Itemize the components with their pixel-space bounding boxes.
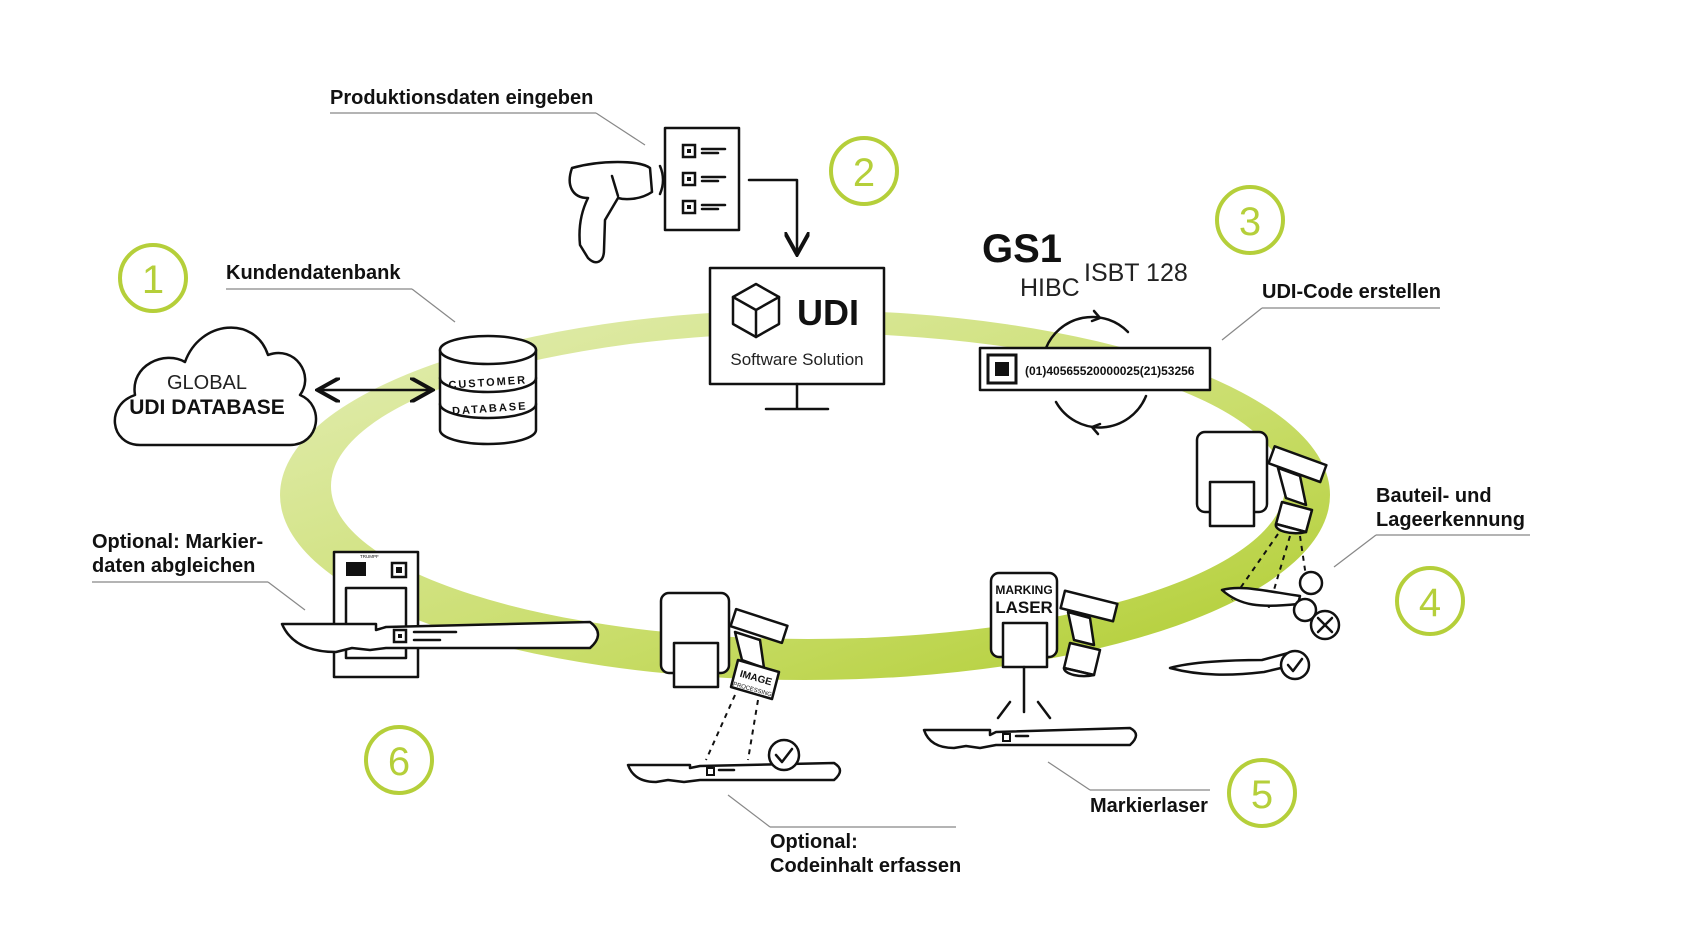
scalpel-icon: [280, 620, 600, 654]
cross-icon: [1309, 609, 1341, 641]
database-line2: DATABASE: [452, 400, 528, 417]
laser-line2: LASER: [995, 598, 1053, 617]
check-icon: [767, 738, 801, 772]
label-markierlaser: Markierlaser: [1047, 761, 1210, 817]
device-tag: TRUMPF: [360, 554, 379, 559]
svg-text:UDI-Code erstellen: UDI-Code erstellen: [1262, 281, 1441, 303]
form-icon: [663, 126, 741, 232]
svg-text:daten abgleichen: daten abgleichen: [92, 555, 255, 577]
process-ring: [280, 310, 1330, 680]
monitor-icon: UDI Software Solution: [708, 266, 886, 411]
step-5-badge: 5: [1227, 758, 1297, 828]
scan-beams: [705, 694, 759, 761]
standard-hibc: HIBC: [1020, 274, 1080, 302]
verifier-icon: TRUMPF: [332, 550, 420, 679]
step-3-badge: 3: [1215, 185, 1285, 255]
label-udi-code: UDI-Code erstellen: [1221, 281, 1441, 341]
step-2-badge: 2: [829, 136, 899, 206]
database-line1: CUSTOMER: [448, 374, 527, 391]
standards: GS1 HIBC ISBT 128: [982, 227, 1188, 302]
qr-code-icon: [986, 353, 1018, 385]
scalpel-icon: [922, 726, 1138, 750]
cloud-icon: GLOBAL UDI DATABASE: [113, 326, 318, 447]
svg-text:3: 3: [1239, 200, 1261, 244]
database-icon: CUSTOMER DATABASE: [438, 334, 538, 446]
cube-icon: [731, 282, 781, 339]
standard-gs1: GS1: [982, 227, 1062, 271]
standard-isbt: ISBT 128: [1084, 259, 1188, 287]
svg-text:Bauteil- und: Bauteil- und: [1376, 485, 1492, 507]
svg-text:Codeinhalt erfassen: Codeinhalt erfassen: [770, 855, 961, 877]
input-arrow: [747, 178, 797, 252]
monitor-subtitle: Software Solution: [730, 350, 863, 369]
step-1-badge: 1: [118, 243, 188, 313]
camera-icon: [1195, 430, 1328, 535]
svg-text:Markierlaser: Markierlaser: [1090, 795, 1208, 817]
svg-text:6: 6: [388, 740, 410, 784]
scissors-icon: [1292, 570, 1324, 623]
svg-text:Optional:: Optional:: [770, 831, 858, 853]
laser-line1: MARKING: [995, 583, 1052, 597]
svg-text:Produktionsdaten eingeben: Produktionsdaten eingeben: [330, 87, 593, 109]
svg-text:5: 5: [1251, 773, 1273, 817]
label-lageerkennung: Bauteil- und Lageerkennung: [1333, 485, 1530, 568]
svg-text:Optional: Markier-: Optional: Markier-: [92, 531, 263, 553]
laser-icon: MARKING LASER: [989, 571, 1119, 720]
step-6-badge: 6: [364, 725, 434, 795]
svg-text:Kundendatenbank: Kundendatenbank: [226, 262, 401, 284]
check-icon: [1279, 649, 1311, 681]
svg-text:1: 1: [142, 258, 164, 302]
cloud-line2: UDI DATABASE: [129, 396, 285, 419]
svg-text:2: 2: [853, 151, 875, 195]
monitor-brand: UDI: [797, 292, 859, 333]
svg-text:4: 4: [1419, 581, 1441, 625]
label-produktionsdaten: Produktionsdaten eingeben: [330, 87, 646, 146]
label-markierdaten: Optional: Markier- daten abgleichen: [92, 531, 306, 611]
udi-code-label: (01)40565520000025(21)53256: [978, 346, 1212, 392]
scalpel-icon: [626, 761, 842, 784]
label-kundendatenbank: Kundendatenbank: [226, 262, 456, 323]
image-processing-tag: IMAGE PROCESSING: [729, 658, 781, 701]
cloud-line1: GLOBAL: [167, 372, 247, 394]
camera-icon: IMAGE PROCESSING: [659, 591, 789, 701]
refresh-icon: [1044, 309, 1148, 436]
svg-text:Lageerkennung: Lageerkennung: [1376, 509, 1525, 531]
label-codeinhalt: Optional: Codeinhalt erfassen: [727, 794, 961, 877]
step-4-badge: 4: [1395, 566, 1465, 636]
barcode-scanner-icon: [568, 156, 681, 264]
udi-code-value: (01)40565520000025(21)53256: [1025, 364, 1195, 378]
